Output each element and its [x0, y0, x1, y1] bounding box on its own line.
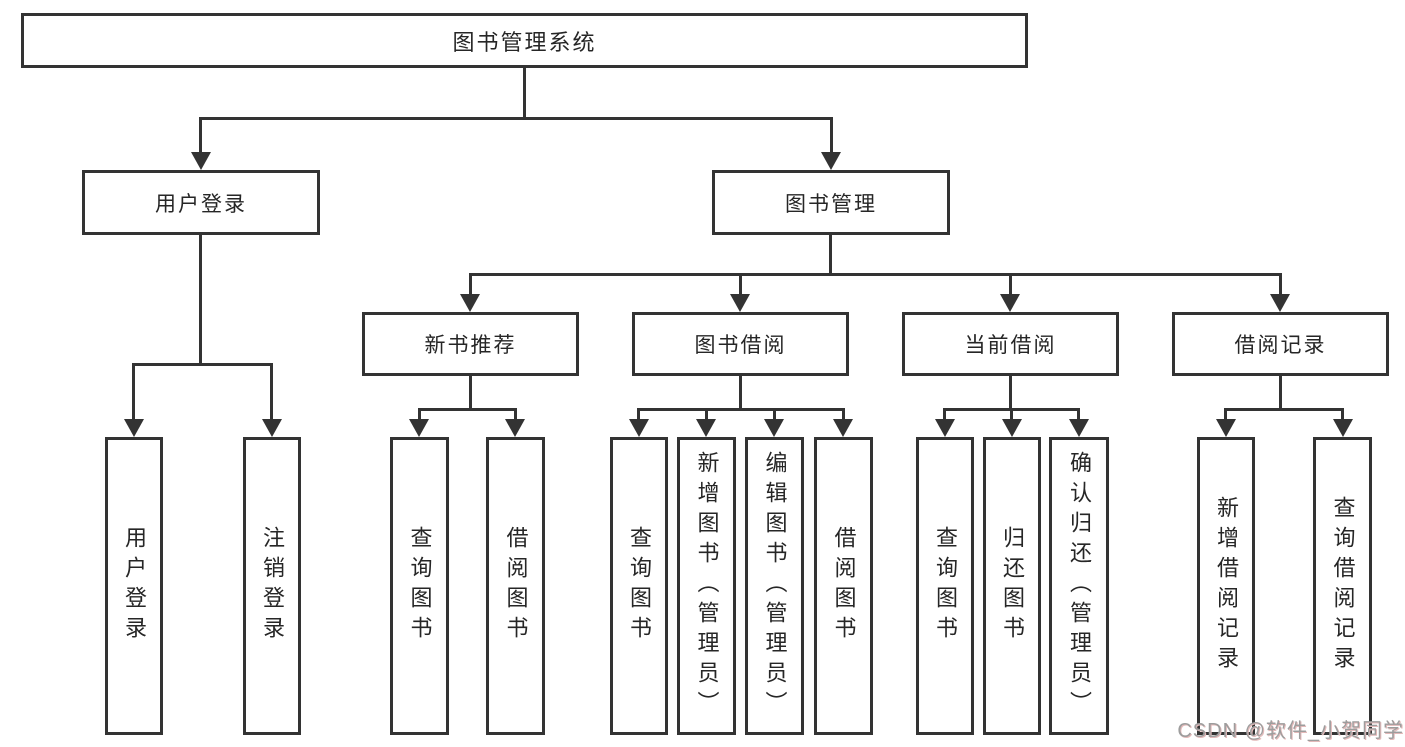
leaf-br-query-records-label: 查询借阅记录 — [1330, 496, 1356, 676]
connector-vline — [637, 408, 640, 421]
arrow-down-icon — [1270, 294, 1290, 312]
connector-vline — [270, 363, 273, 421]
connector-vline — [1279, 273, 1282, 296]
node-book-borrowing: 图书借阅 — [632, 312, 849, 376]
arrow-down-icon — [764, 419, 784, 437]
leaf-nbr-borrow-books: 借阅图书 — [486, 437, 545, 735]
connector-vline — [842, 408, 845, 421]
arrow-down-icon — [262, 419, 282, 437]
arrow-down-icon — [1000, 294, 1020, 312]
arrow-down-icon — [935, 419, 955, 437]
connector-hline — [470, 273, 1281, 276]
node-book-management: 图书管理 — [712, 170, 950, 235]
connector-hline — [419, 408, 516, 411]
connector-vline — [1009, 376, 1012, 408]
arrow-down-icon — [191, 152, 211, 170]
leaf-nbr-query-books: 查询图书 — [390, 437, 449, 735]
node-user-login-label: 用户登录 — [155, 192, 247, 216]
leaf-bb-add-books-label: 新增图书（管理员） — [694, 451, 720, 721]
connector-vline — [514, 408, 517, 421]
connector-vline — [1224, 408, 1227, 421]
arrow-down-icon — [1333, 419, 1353, 437]
arrow-down-icon — [629, 419, 649, 437]
arrow-down-icon — [1216, 419, 1236, 437]
connector-hline — [134, 363, 272, 366]
leaf-bb-borrow-books-label: 借阅图书 — [831, 526, 857, 646]
connector-vline — [705, 408, 708, 421]
leaf-user-login-label: 用户登录 — [122, 526, 147, 646]
node-current-borrowing-label: 当前借阅 — [964, 334, 1057, 357]
leaf-cb-return-books-label: 归还图书 — [1000, 526, 1025, 646]
connector-vline — [1009, 273, 1012, 296]
leaf-cb-confirm-return-label: 确认归还（管理员） — [1067, 451, 1092, 721]
node-book-management-label: 图书管理 — [785, 192, 877, 216]
arrow-down-icon — [821, 152, 841, 170]
connector-hline — [639, 408, 844, 411]
leaf-br-query-records: 查询借阅记录 — [1313, 437, 1372, 735]
leaf-bb-edit-books: 编辑图书（管理员） — [745, 437, 804, 735]
connector-vline — [1010, 408, 1013, 421]
connector-vline — [829, 235, 832, 273]
connector-hline — [1226, 408, 1343, 411]
connector-vline — [739, 273, 742, 296]
arrow-down-icon — [696, 419, 716, 437]
leaf-logout-login: 注销登录 — [243, 437, 301, 735]
connector-vline — [523, 68, 526, 117]
leaf-bb-borrow-books: 借阅图书 — [814, 437, 873, 735]
connector-hline — [199, 117, 832, 120]
arrow-down-icon — [124, 419, 144, 437]
node-book-borrowing-label: 图书借阅 — [694, 334, 787, 357]
connector-vline — [199, 117, 202, 154]
leaf-br-add-records: 新增借阅记录 — [1197, 437, 1255, 735]
connector-vline — [1077, 408, 1080, 421]
leaf-cb-query-books: 查询图书 — [916, 437, 974, 735]
leaf-cb-query-books-label: 查询图书 — [933, 526, 958, 646]
leaf-user-login: 用户登录 — [105, 437, 163, 735]
watermark: CSDN @软件_小贺同学 — [1177, 720, 1404, 742]
leaf-bb-query-books-label: 查询图书 — [627, 526, 652, 646]
arrow-down-icon — [833, 419, 853, 437]
leaf-bb-add-books: 新增图书（管理员） — [677, 437, 736, 735]
leaf-nbr-query-books-label: 查询图书 — [407, 526, 433, 646]
connector-vline — [469, 273, 472, 296]
leaf-bb-query-books: 查询图书 — [610, 437, 668, 735]
connector-vline — [418, 408, 421, 421]
connector-vline — [199, 235, 202, 363]
arrow-down-icon — [409, 419, 429, 437]
node-user-login: 用户登录 — [82, 170, 320, 235]
leaf-nbr-borrow-books-label: 借阅图书 — [503, 526, 529, 646]
leaf-logout-login-label: 注销登录 — [260, 526, 285, 646]
node-library-system-label: 图书管理系统 — [452, 29, 597, 55]
node-library-system: 图书管理系统 — [21, 13, 1028, 68]
connector-vline — [943, 408, 946, 421]
connector-vline — [469, 376, 472, 408]
connector-vline — [1279, 376, 1282, 408]
node-borrowing-records-label: 借阅记录 — [1234, 334, 1327, 357]
connector-vline — [1341, 408, 1344, 421]
leaf-br-add-records-label: 新增借阅记录 — [1214, 496, 1239, 676]
leaf-bb-edit-books-label: 编辑图书（管理员） — [762, 451, 788, 721]
arrow-down-icon — [460, 294, 480, 312]
node-new-book-recommend: 新书推荐 — [362, 312, 579, 376]
arrow-down-icon — [730, 294, 750, 312]
leaf-cb-return-books: 归还图书 — [983, 437, 1041, 735]
node-borrowing-records: 借阅记录 — [1172, 312, 1389, 376]
arrow-down-icon — [505, 419, 525, 437]
connector-vline — [132, 363, 135, 421]
arrow-down-icon — [1069, 419, 1089, 437]
node-new-book-recommend-label: 新书推荐 — [424, 334, 517, 357]
arrow-down-icon — [1002, 419, 1022, 437]
connector-vline — [773, 408, 776, 421]
connector-vline — [739, 376, 742, 408]
leaf-cb-confirm-return: 确认归还（管理员） — [1049, 437, 1109, 735]
connector-vline — [830, 117, 833, 154]
node-current-borrowing: 当前借阅 — [902, 312, 1119, 376]
